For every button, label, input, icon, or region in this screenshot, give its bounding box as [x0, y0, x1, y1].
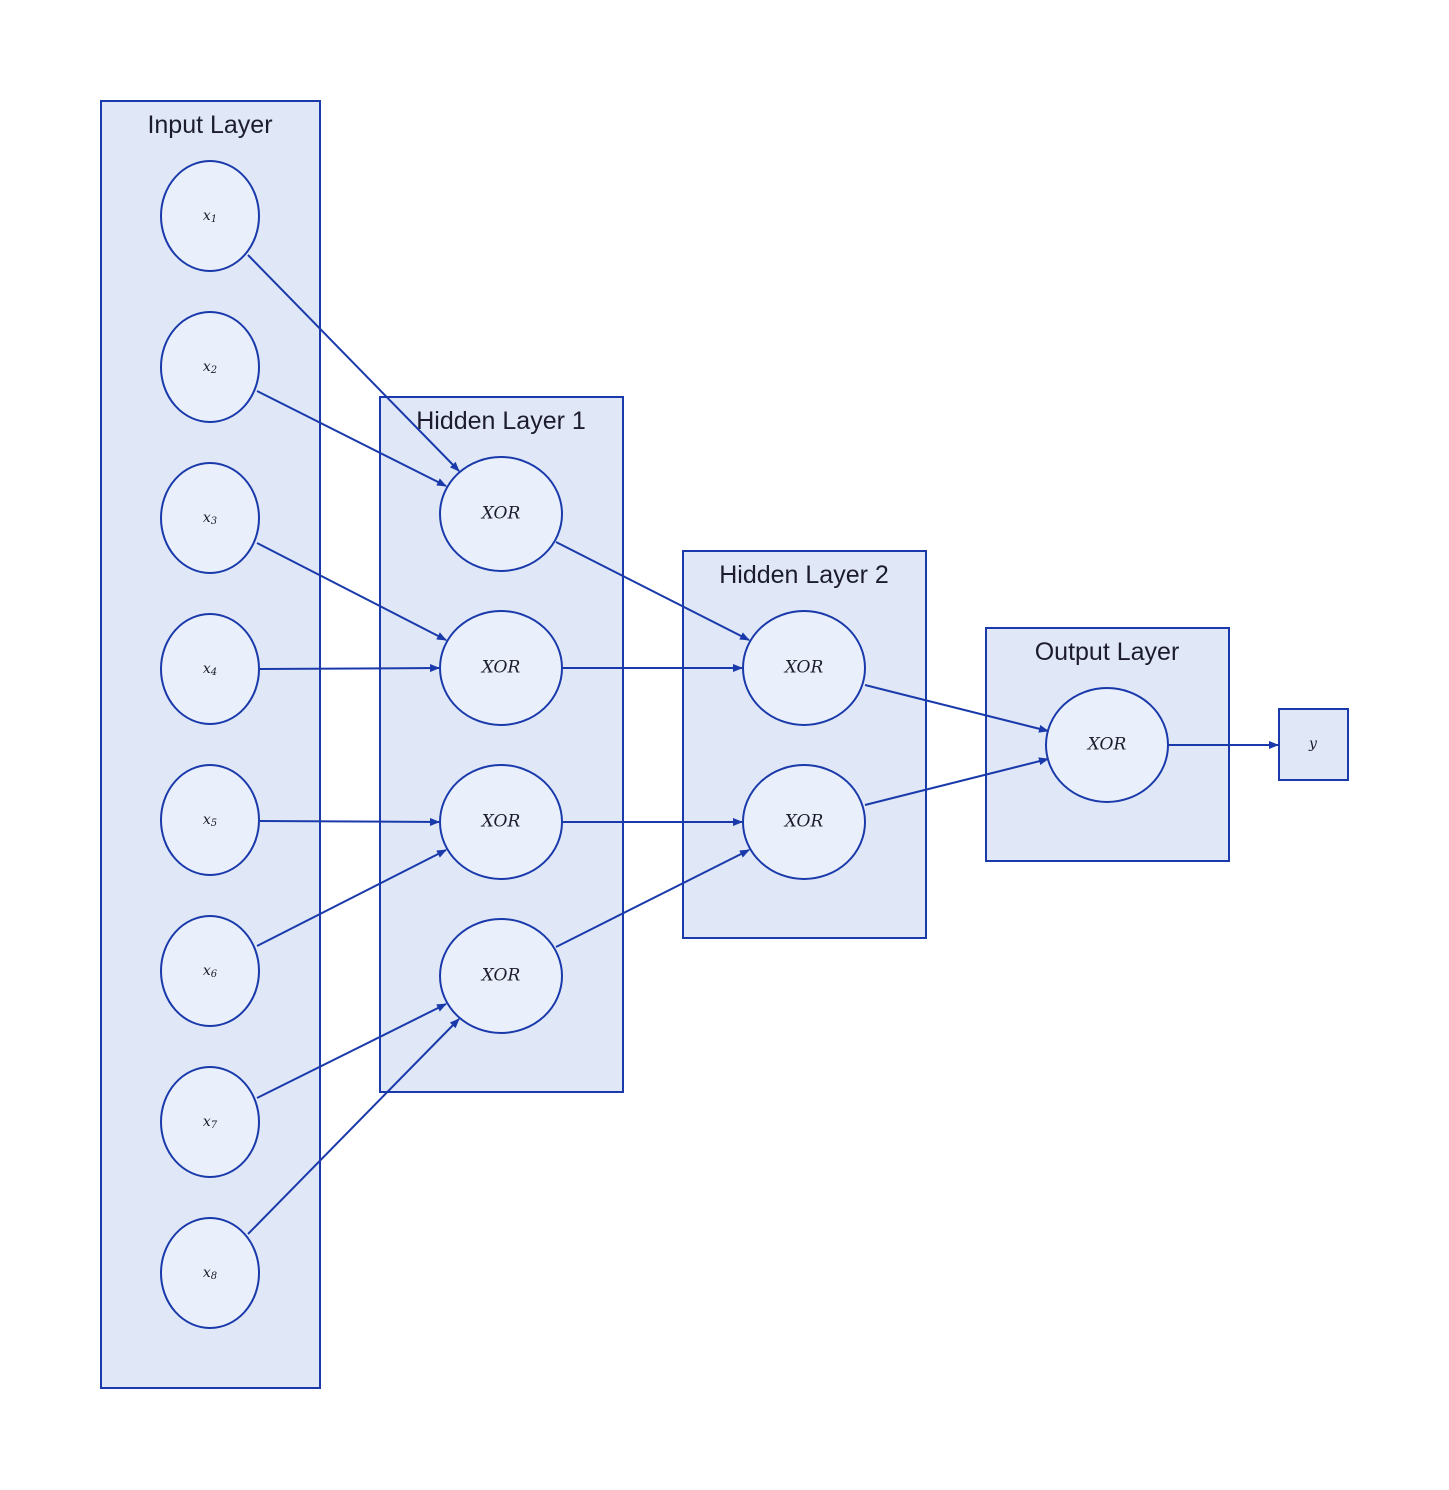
hidden1-node-2: XOR — [439, 610, 563, 726]
svg-text:XOR: XOR — [480, 658, 521, 678]
edges-group — [247, 254, 1279, 1235]
edge-x6-h1n3 — [256, 849, 447, 947]
input-layer-title: Input Layer — [147, 111, 272, 139]
svg-text:x5: x5 — [203, 812, 217, 829]
edge-h1n1-h2n1 — [555, 541, 750, 641]
edge-x8-h1n4 — [247, 1018, 460, 1235]
svg-text:x4: x4 — [203, 661, 217, 678]
input-node-7: x7 — [160, 1066, 260, 1178]
svg-text:x7: x7 — [203, 1114, 218, 1131]
svg-text:x2: x2 — [203, 359, 217, 376]
hidden2-node-2: XOR — [742, 764, 866, 880]
hidden1-node-4: XOR — [439, 918, 563, 1034]
edge-x1-h1n1 — [247, 254, 460, 472]
svg-text:XOR: XOR — [783, 658, 824, 678]
edge-x2-h1n1 — [256, 390, 447, 487]
svg-text:x8: x8 — [203, 1265, 217, 1282]
svg-text:XOR: XOR — [1086, 735, 1127, 755]
output-node: XOR — [1045, 687, 1169, 803]
svg-text:x6: x6 — [203, 963, 218, 980]
svg-text:x3: x3 — [203, 510, 217, 527]
hidden2-node-1: XOR — [742, 610, 866, 726]
input-node-5: x5 — [160, 764, 260, 876]
output-layer-title: Output Layer — [1035, 638, 1180, 666]
svg-text:XOR: XOR — [480, 504, 521, 524]
edge-x3-h1n2 — [256, 542, 447, 641]
svg-text:XOR: XOR — [480, 812, 521, 832]
input-node-4: x4 — [160, 613, 260, 725]
final-output-box: y — [1278, 708, 1349, 781]
input-node-8: x8 — [160, 1217, 260, 1329]
hidden1-node-3: XOR — [439, 764, 563, 880]
hidden-layer-2-title: Hidden Layer 2 — [719, 561, 889, 589]
edge-x7-h1n4 — [256, 1003, 447, 1099]
hidden1-node-1: XOR — [439, 456, 563, 572]
edge-x4-h1n2 — [259, 664, 440, 673]
svg-text:XOR: XOR — [480, 966, 521, 986]
edge-h2n1-out — [864, 684, 1049, 733]
input-node-3: x3 — [160, 462, 260, 574]
input-node-1: x1 — [160, 160, 260, 272]
edge-h2n2-out — [864, 757, 1049, 806]
edge-h1n4-h2n2 — [555, 849, 750, 948]
edge-x5-h1n3 — [259, 817, 440, 826]
input-node-6: x6 — [160, 915, 260, 1027]
svg-text:y: y — [1308, 736, 1318, 752]
svg-text:XOR: XOR — [783, 812, 824, 832]
svg-text:x1: x1 — [203, 208, 217, 225]
hidden-layer-1-title: Hidden Layer 1 — [416, 407, 586, 435]
input-node-2: x2 — [160, 311, 260, 423]
